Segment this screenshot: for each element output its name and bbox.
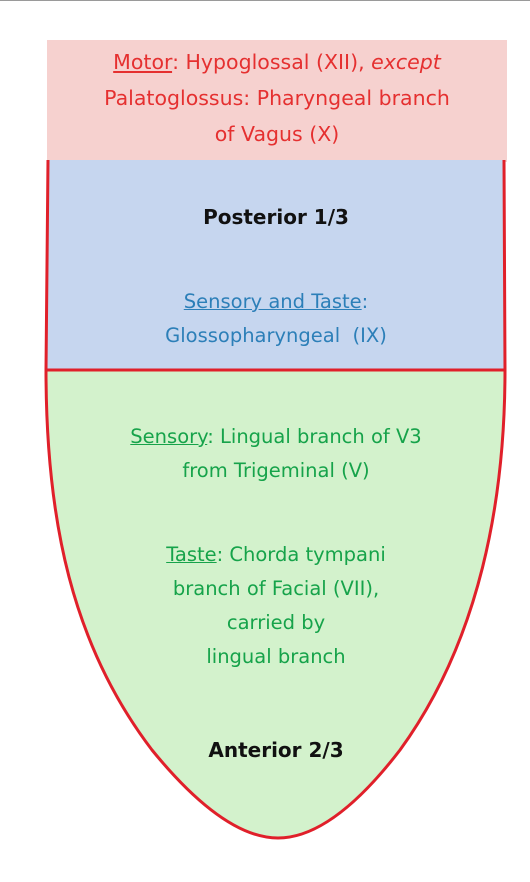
- motor-line-3: of Vagus (X): [214, 122, 340, 146]
- anterior-sensory-label: Sensory: Lingual branch of V3 from Trige…: [50, 420, 502, 488]
- anterior-title: Anterior 2/3: [208, 738, 344, 762]
- anterior-taste-line-2: branch of Facial (VII),: [172, 577, 380, 600]
- anterior-taste-term: Taste: [166, 543, 217, 566]
- motor-term: Motor: [113, 50, 173, 74]
- anterior-taste-line-3: carried by: [226, 611, 326, 634]
- motor-box: [47, 40, 507, 162]
- anterior-taste-line-4: lingual branch: [206, 645, 346, 668]
- posterior-sensory-label: Sensory and Taste: Glossopharyngeal (IX): [50, 285, 502, 353]
- anterior-sensory-term: Sensory: [130, 425, 208, 448]
- posterior-sense-term: Sensory and Taste: [183, 290, 362, 313]
- top-divider: [0, 0, 530, 1]
- anterior-sensory-line-2: from Trigeminal (V): [182, 459, 370, 482]
- anterior-sensory-rest: : Lingual branch of V3: [207, 425, 422, 448]
- motor-line-1: Motor: Hypoglossal (XII), except: [47, 44, 507, 80]
- posterior-region: [46, 160, 505, 370]
- posterior-title: Posterior 1/3: [203, 205, 349, 229]
- posterior-sense-line-1: Sensory and Taste:: [50, 285, 502, 319]
- anterior-region: [46, 370, 505, 838]
- posterior-sense-nerve: Glossopharyngeal (IX): [165, 324, 387, 347]
- anterior-taste-line-1: Taste: Chorda tympani: [50, 538, 502, 572]
- anterior-taste-rest: : Chorda tympani: [216, 543, 386, 566]
- motor-line-2: Palatoglossus: Pharyngeal branch: [104, 86, 450, 110]
- posterior-sense-colon: :: [361, 290, 369, 313]
- tongue-outline: [44, 159, 507, 840]
- anterior-sensory-line-1: Sensory: Lingual branch of V3: [50, 420, 502, 454]
- except-word: except: [371, 50, 441, 74]
- anterior-taste-label: Taste: Chorda tympani branch of Facial (…: [50, 538, 502, 674]
- motor-innervation-label: Motor: Hypoglossal (XII), except Palatog…: [47, 44, 507, 152]
- motor-rest: : Hypoglossal (XII),: [172, 50, 372, 74]
